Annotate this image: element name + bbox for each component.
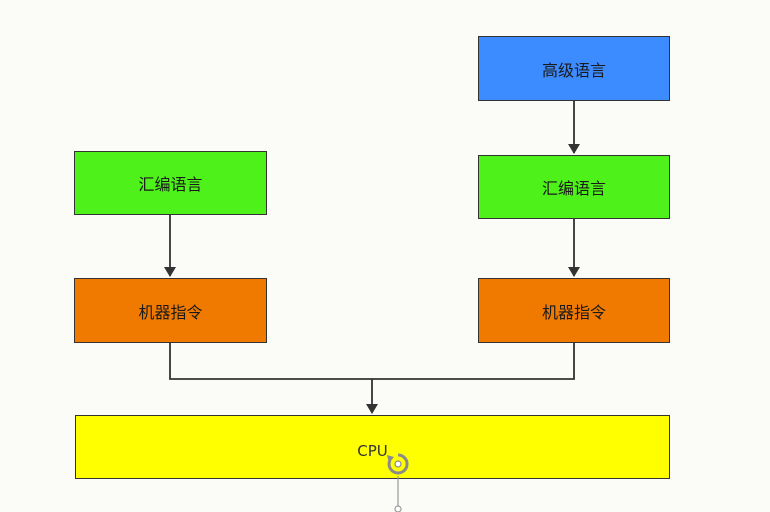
node-left-assembly-language[interactable]: 汇编语言 [74,151,267,215]
node-label: 机器指令 [138,302,203,322]
edge-machine-left-to-junction [169,343,372,380]
node-label: CPU [357,442,388,460]
rotate-cursor-icon [387,453,409,512]
node-right-assembly-language[interactable]: 汇编语言 [478,155,670,219]
node-label: 汇编语言 [138,175,203,194]
node-cpu[interactable]: CPU [75,415,670,479]
edge-machine-right-to-junction [372,343,575,380]
node-label: 高级语言 [541,60,606,80]
node-label: 机器指令 [541,302,606,322]
node-left-machine-instructions[interactable]: 机器指令 [74,278,267,343]
node-high-level-language[interactable]: 高级语言 [478,36,670,101]
node-right-machine-instructions[interactable]: 机器指令 [478,278,670,343]
node-label: 汇编语言 [541,179,606,198]
